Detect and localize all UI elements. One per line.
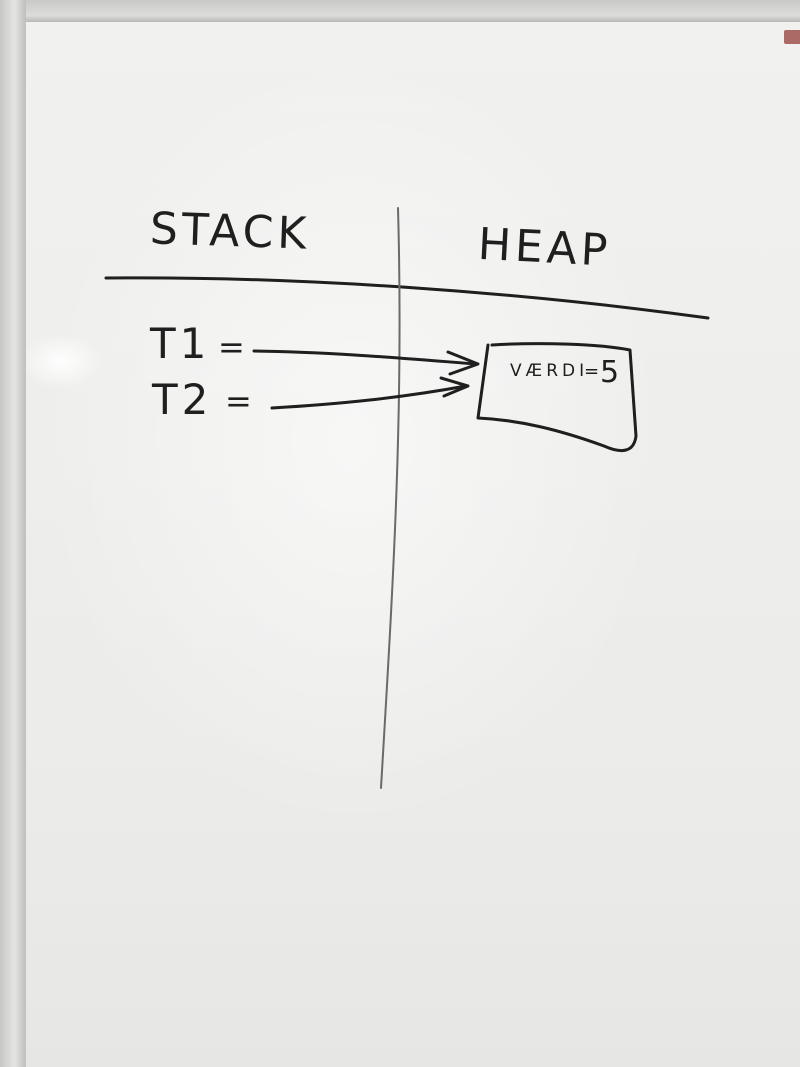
whiteboard-left-frame [0,0,26,1067]
var-label-t2: T2 [151,375,212,424]
whiteboard-surface [22,20,800,1067]
var-eq-t1: = [218,328,249,366]
var-eq-t2: = [225,382,256,420]
var-label-t1: T1 [149,319,210,368]
whiteboard-top-frame [0,0,800,22]
column-divider-line [380,207,401,789]
stack-heading: STACK [149,203,311,260]
reference-arrow-t2 [270,376,470,410]
heap-field-value: 5 [600,355,623,390]
heap-heading: HEAP [477,219,613,277]
reference-arrow-t1 [252,349,480,376]
heap-object-box [476,342,638,453]
marker-clip [784,30,800,44]
header-divider-line [104,276,710,320]
heap-field-label: VÆRDI [510,361,588,381]
heap-field-eq: = [584,361,603,382]
